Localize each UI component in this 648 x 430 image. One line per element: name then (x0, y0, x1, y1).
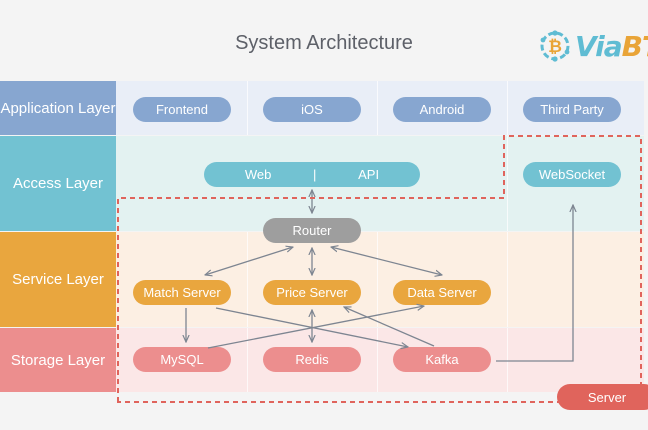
logo-text: ViaBT (575, 30, 648, 63)
column-divider (247, 81, 248, 135)
layer-label-access-text: Access Layer (12, 175, 104, 192)
layer-label-service: Service Layer (0, 232, 116, 327)
column-divider (377, 81, 378, 135)
column-divider (377, 328, 378, 392)
node-redis[interactable]: Redis (263, 347, 361, 372)
node-router[interactable]: Router (263, 218, 361, 243)
layer-label-access: Access Layer (0, 136, 116, 231)
column-divider (507, 136, 508, 231)
node-ios[interactable]: iOS (263, 97, 361, 122)
column-divider (247, 328, 248, 392)
svg-text:₿: ₿ (548, 37, 562, 57)
node-price-server[interactable]: Price Server (263, 280, 361, 305)
node-third-party[interactable]: Third Party (523, 97, 621, 122)
node-data-server[interactable]: Data Server (393, 280, 491, 305)
node-websocket[interactable]: WebSocket (523, 162, 621, 187)
layer-label-application-text: Application Layer (0, 99, 116, 117)
node-web-api[interactable]: Web | API (204, 162, 420, 187)
node-mysql[interactable]: MySQL (133, 347, 231, 372)
layer-label-storage-text: Storage Layer (10, 351, 106, 369)
layer-label-service-text: Service Layer (12, 271, 104, 288)
column-divider (507, 81, 508, 135)
server-badge[interactable]: Server (557, 384, 648, 410)
column-divider (507, 328, 508, 392)
layer-label-storage: Storage Layer (0, 328, 116, 392)
api-label: API (358, 167, 380, 182)
node-android[interactable]: Android (393, 97, 491, 122)
bitcoin-icon: ₿ (540, 30, 570, 62)
node-frontend[interactable]: Frontend (133, 97, 231, 122)
web-api-separator: | (313, 167, 317, 182)
logo-text-bt: BT (621, 29, 648, 63)
node-match-server[interactable]: Match Server (133, 280, 231, 305)
column-divider (377, 232, 378, 327)
node-kafka[interactable]: Kafka (393, 347, 491, 372)
layer-label-application: Application Layer (0, 81, 116, 135)
logo: ₿ ViaBT (538, 26, 648, 66)
web-label: Web (244, 167, 272, 182)
column-divider (247, 232, 248, 327)
logo-text-via: Via (575, 29, 623, 63)
diagram-title: System Architecture (235, 32, 413, 54)
column-divider (507, 232, 508, 327)
